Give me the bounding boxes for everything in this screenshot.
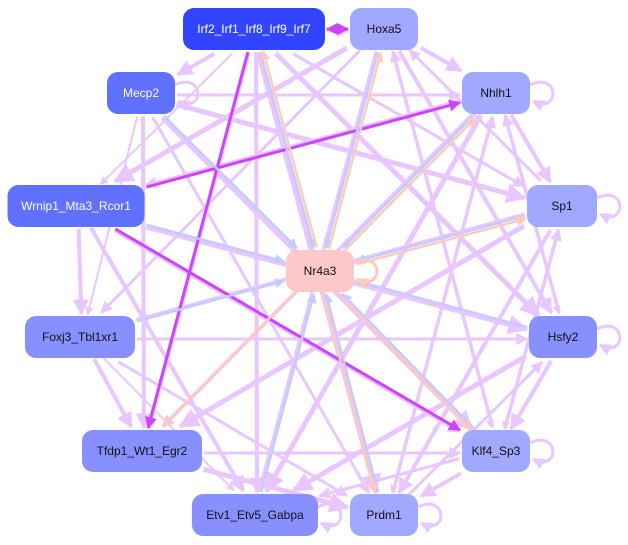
node-nhlh1[interactable]: Nhlh1 — [462, 72, 530, 114]
edge-Hsfy2-to-Nr4a3 — [355, 278, 528, 329]
edge-Nhlh1-to-Nr4a3 — [341, 115, 475, 249]
node-box — [107, 72, 175, 114]
edge-Nhlh1-to-Sp1 — [509, 113, 553, 184]
edge-Mecp2-to-Prdm1 — [151, 116, 371, 495]
node-nr4a3[interactable]: Nr4a3 — [286, 250, 354, 292]
edge-Nr4a3-to-Tfdp1_Wt1_Egr2 — [161, 291, 297, 427]
node-label: Klf4_Sp3 — [472, 444, 521, 458]
edge-Klf4_Sp3-to-Etv1_Etv5_Gabpa — [318, 457, 460, 499]
node-tfdp1_wt1_egr2[interactable]: Tfdp1_Wt1_Egr2 — [82, 430, 202, 472]
edge-Sp1-to-Nr4a3 — [355, 214, 526, 264]
edge-Tfdp1_Wt1_Egr2-to-Prdm1 — [202, 466, 350, 513]
edge-Wrnip1_Mta3_Rcor1-to-Foxj3_Tbl1xr1 — [72, 228, 89, 316]
edge-Mecp2-to-Tfdp1_Wt1_Egr2 — [135, 115, 152, 430]
edge-Nr4a3-to-Hoxa5 — [327, 51, 384, 250]
node-box — [462, 430, 530, 472]
node-mecp2[interactable]: Mecp2 — [107, 72, 175, 114]
node-hoxa5[interactable]: Hoxa5 — [350, 8, 418, 50]
edges-layer — [72, 23, 622, 534]
node-box — [192, 494, 318, 536]
edge-Etv1_Etv5_Gabpa-to-Nr4a3 — [259, 293, 317, 493]
self-loop-Nr4a3 — [353, 258, 379, 290]
edge-Nhlh1-to-Wrnip1_Mta3_Rcor1 — [144, 99, 460, 189]
edge-Irf2_Irf1_Irf8_Irf9_Irf7-to-Tfdp1_Wt1_Egr2 — [145, 51, 250, 430]
edge-Foxj3_Tbl1xr1-to-Tfdp1_Wt1_Egr2 — [92, 358, 134, 429]
node-label: Prdm1 — [366, 508, 402, 522]
node-etv1_etv5_gabpa[interactable]: Etv1_Etv5_Gabpa — [192, 494, 318, 536]
node-label: Nr4a3 — [304, 264, 337, 278]
node-hsfy2[interactable]: Hsfy2 — [529, 316, 597, 358]
node-wrnip1_mta3_rcor1[interactable]: Wrnip1_Mta3_Rcor1 — [7, 185, 145, 227]
edge-Mecp2-to-Nr4a3 — [163, 115, 298, 249]
node-label: Hsfy2 — [548, 330, 579, 344]
edge-Irf2_Irf1_Irf8_Irf9_Irf7-to-Etv1_Etv5_Gabpa — [248, 51, 265, 494]
edge-Nr4a3-to-Sp1 — [356, 216, 527, 266]
edge-Hoxa5-to-Nr4a3 — [323, 51, 380, 249]
self-loop-Sp1 — [596, 193, 622, 225]
node-label: Foxj3_Tbl1xr1 — [42, 330, 118, 344]
node-label: Hoxa5 — [367, 22, 402, 36]
edge-Nr4a3-to-Nhlh1 — [343, 117, 477, 251]
node-klf4_sp3[interactable]: Klf4_Sp3 — [462, 430, 530, 472]
node-box — [25, 316, 135, 358]
edge-Hoxa5-to-Nhlh1 — [420, 46, 463, 73]
node-box — [286, 250, 354, 292]
self-loop-Prdm1 — [417, 502, 443, 534]
edge-Wrnip1_Mta3_Rcor1-to-Nr4a3 — [146, 223, 285, 264]
edge-Wrnip1_Mta3_Rcor1-to-Klf4_Sp3 — [113, 229, 461, 434]
node-label: Sp1 — [551, 199, 573, 213]
edge-Nr4a3-to-Klf4_Sp3 — [339, 295, 473, 431]
edge-Irf2_Irf1_Irf8_Irf9_Irf7-to-Sp1 — [292, 52, 526, 188]
node-box — [350, 8, 418, 50]
node-box — [527, 185, 597, 227]
node-box — [183, 8, 325, 50]
node-box — [82, 430, 202, 472]
node-label: Wrnip1_Mta3_Rcor1 — [21, 199, 131, 213]
self-loop-Etv1_Etv5_Gabpa — [317, 502, 343, 534]
node-prdm1[interactable]: Prdm1 — [350, 494, 418, 536]
edge-Prdm1-to-Nr4a3 — [323, 293, 380, 493]
edge-Klf4_Sp3-to-Nr4a3 — [341, 293, 475, 429]
node-label: Mecp2 — [123, 86, 159, 100]
node-label: Nhlh1 — [480, 86, 512, 100]
node-box — [7, 185, 145, 227]
edge-Hsfy2-to-Etv1_Etv5_Gabpa — [292, 353, 528, 493]
edge-Nhlh1-to-Etv1_Etv5_Gabpa — [264, 113, 484, 493]
edge-Sp1-to-Tfdp1_Wt1_Egr2 — [178, 223, 526, 429]
node-box — [462, 72, 530, 114]
edge-Nr4a3-to-Prdm1 — [321, 294, 378, 494]
self-loop-Mecp2 — [174, 80, 200, 112]
edge-Prdm1-to-Hsfy2 — [408, 361, 544, 496]
node-box — [350, 494, 418, 536]
node-label: Tfdp1_Wt1_Egr2 — [97, 444, 188, 458]
edge-Hsfy2-to-Klf4_Sp3 — [509, 359, 553, 431]
edge-Irf2_Irf1_Irf8_Irf9_Irf7-to-Mecp2 — [176, 52, 216, 77]
edge-Wrnip1_Mta3_Rcor1-to-Klf4_Sp3 — [114, 227, 462, 432]
node-label: Etv1_Etv5_Gabpa — [206, 508, 304, 522]
self-loop-Nhlh1 — [529, 80, 555, 112]
node-sp1[interactable]: Sp1 — [527, 185, 597, 227]
edge-Irf2_Irf1_Irf8_Irf9_Irf7-to-Nr4a3 — [259, 51, 317, 249]
self-loop-Hsfy2 — [596, 324, 622, 356]
edge-Klf4_Sp3-to-Prdm1 — [419, 471, 462, 498]
node-irf2_irf1_irf8_irf9_irf7[interactable]: Irf2_Irf1_Irf8_Irf9_Irf7 — [183, 8, 325, 50]
node-label: Irf2_Irf1_Irf8_Irf9_Irf7 — [197, 22, 311, 36]
node-foxj3_tbl1xr1[interactable]: Foxj3_Tbl1xr1 — [25, 316, 135, 358]
node-box — [529, 316, 597, 358]
edge-Foxj3_Tbl1xr1-to-Nr4a3 — [136, 278, 285, 323]
edge-Nr4a3-to-Irf2_Irf1_Irf8_Irf9_Irf7 — [260, 50, 318, 248]
self-loop-Klf4_Sp3 — [529, 438, 555, 470]
edge-Sp1-to-Hoxa5 — [408, 48, 543, 182]
edge-Wrnip1_Mta3_Rcor1-to-Nhlh1 — [146, 99, 462, 189]
